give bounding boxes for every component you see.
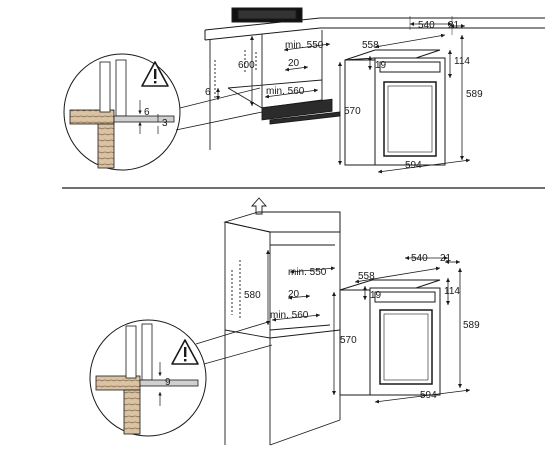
bottom-oven bbox=[339, 279, 441, 396]
top-detail-3-label: 3 bbox=[162, 118, 168, 129]
bottom-width-min-label: min. 560 bbox=[270, 310, 309, 321]
top-depth-540-label: 540 bbox=[418, 20, 435, 31]
top-depth-558-label: 558 bbox=[362, 40, 379, 51]
bottom-height-589-label: 589 bbox=[463, 320, 480, 331]
bottom-detail-callout: 9 bbox=[89, 319, 273, 437]
tall-cabinet-dims bbox=[266, 250, 336, 325]
bottom-depth-min-label: min. 550 bbox=[288, 267, 327, 278]
top-cabinet-height-label: 600 bbox=[238, 60, 255, 71]
top-side-6-label: 6 bbox=[205, 87, 211, 98]
top-gap-20-label: 20 bbox=[288, 58, 300, 69]
bottom-gap-20-label: 20 bbox=[288, 289, 300, 300]
top-width-min-label: min. 560 bbox=[266, 86, 305, 97]
arrow-up-icon bbox=[251, 197, 267, 215]
top-door-21-label: 21 bbox=[448, 20, 460, 31]
bottom-width-594-label: 594 bbox=[420, 390, 437, 401]
top-cabinet bbox=[209, 30, 341, 150]
top-height-570-label: 570 bbox=[344, 106, 361, 117]
top-oven-dims bbox=[338, 16, 471, 174]
bottom-door-21-label: 21 bbox=[440, 253, 452, 264]
bottom-diagram: 580 min. 550 20 min. 560 540 21 558 19 1… bbox=[89, 197, 480, 446]
top-height-589-label: 589 bbox=[466, 89, 483, 100]
top-cabinet-dims bbox=[216, 36, 331, 106]
bottom-depth-540-label: 540 bbox=[411, 253, 428, 264]
bottom-niche-580-label: 580 bbox=[244, 290, 261, 301]
top-depth-min-label: min. 550 bbox=[285, 40, 324, 51]
countertop bbox=[204, 7, 545, 41]
bottom-height-570-label: 570 bbox=[340, 335, 357, 346]
top-panel-19-label: 19 bbox=[375, 60, 387, 71]
top-oven bbox=[344, 49, 446, 166]
bottom-panel-19-label: 19 bbox=[370, 290, 382, 301]
bottom-panel-114-label: 114 bbox=[444, 286, 460, 297]
bottom-depth-558-label: 558 bbox=[358, 271, 375, 282]
bottom-detail-9-label: 9 bbox=[165, 377, 171, 388]
warning-icon bbox=[141, 61, 169, 87]
top-detail-6-label: 6 bbox=[144, 107, 150, 118]
top-detail-callout: 6 3 bbox=[63, 53, 263, 171]
warning-icon bbox=[171, 339, 199, 365]
top-panel-114-label: 114 bbox=[454, 56, 470, 67]
tall-cabinet bbox=[223, 211, 341, 446]
bottom-oven-dims bbox=[332, 256, 471, 404]
top-width-594-label: 594 bbox=[405, 160, 422, 171]
top-diagram: 600 6 min. 550 20 min. 560 5 bbox=[63, 7, 545, 174]
